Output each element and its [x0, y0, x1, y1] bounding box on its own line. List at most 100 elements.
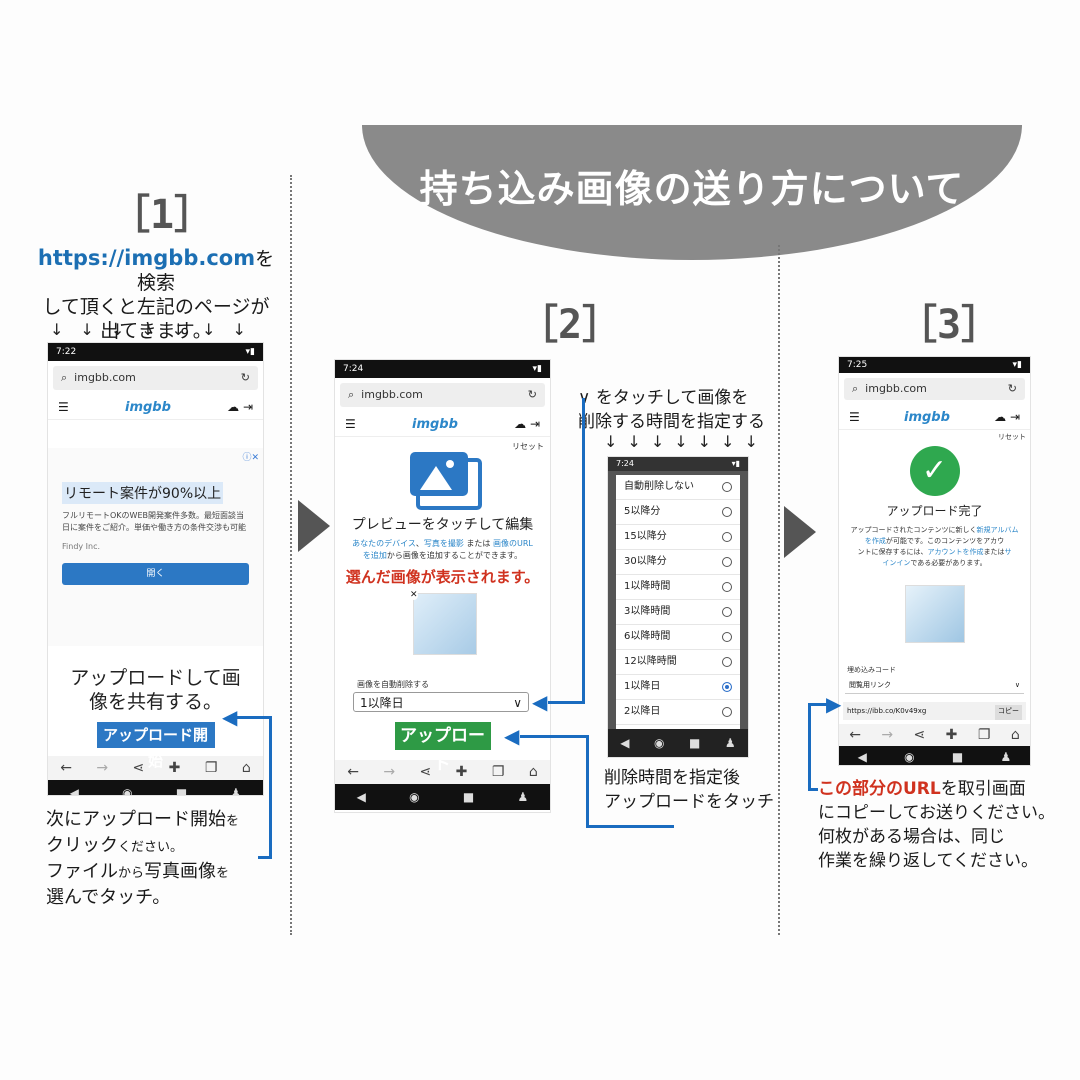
accessibility-icon[interactable]: ♟ [517, 790, 529, 804]
sys-home-icon[interactable]: ◉ [904, 750, 915, 764]
connector-line [582, 398, 585, 703]
imgbb-logo: imgbb [411, 416, 458, 432]
bookmark-icon[interactable]: ✚ [168, 760, 181, 776]
embed-type-select[interactable]: 閲覧用リンク∨ [845, 677, 1024, 694]
ad-close-icon[interactable]: ⓘ✕ [242, 453, 259, 463]
back-icon[interactable]: ← [60, 760, 72, 776]
delete-time-option[interactable]: 15以降分 [616, 525, 740, 550]
step-number-2: ［2］ [518, 302, 623, 348]
sys-back-icon[interactable]: ◀ [857, 750, 867, 764]
delete-time-option[interactable]: 1以降時間 [616, 575, 740, 600]
delete-time-option[interactable]: 12以降時間 [616, 650, 740, 675]
home-icon[interactable]: ⌂ [528, 764, 538, 780]
back-icon[interactable]: ← [347, 764, 359, 780]
connector-line [258, 856, 272, 859]
share-icon[interactable]: ⋖ [132, 760, 145, 776]
upload-complete-title: アップロード完了 [886, 504, 983, 518]
address-bar[interactable]: ⌕ imgbb.com↻ [844, 378, 1025, 400]
home-icon[interactable]: ⌂ [1010, 727, 1020, 743]
delete-time-option[interactable]: 3以降時間 [616, 600, 740, 625]
upload-cloud-icon[interactable]: ☁ ⇥ [994, 410, 1020, 424]
sys-back-icon[interactable]: ◀ [69, 786, 79, 796]
sys-home-icon[interactable]: ◉ [654, 736, 665, 750]
status-bar: 7:25▾▮ [839, 357, 1030, 373]
upload-start-button[interactable]: アップロード開始 [96, 722, 215, 770]
radio-button-icon[interactable] [722, 657, 732, 667]
upload-cloud-icon[interactable]: ☁ ⇥ [227, 400, 253, 414]
image-thumbnail[interactable]: ✕ [410, 590, 477, 655]
ad-open-button[interactable]: 開く [62, 563, 249, 585]
sys-back-icon[interactable]: ◀ [356, 790, 366, 804]
auto-delete-select[interactable]: 1以降日∨ [353, 692, 529, 712]
radio-button-icon[interactable] [722, 582, 732, 592]
share-icon[interactable]: ⋖ [419, 764, 432, 780]
address-bar[interactable]: ⌕ imgbb.com↻ [340, 383, 545, 407]
share-icon[interactable]: ⋖ [913, 727, 926, 743]
chevron-down-icon[interactable]: ∨ [513, 696, 522, 710]
delete-time-option[interactable]: 2以降日 [616, 700, 740, 725]
radio-button-icon[interactable] [722, 532, 732, 542]
uploaded-image-thumbnail[interactable] [904, 585, 965, 643]
delete-time-option[interactable]: 30以降分 [616, 550, 740, 575]
sys-recent-icon[interactable]: ■ [689, 736, 701, 750]
menu-icon[interactable]: ☰ [345, 417, 356, 431]
radio-button-icon[interactable] [722, 632, 732, 642]
menu-icon[interactable]: ☰ [849, 410, 860, 424]
copy-button[interactable]: コピー [995, 705, 1022, 720]
reload-icon[interactable]: ↻ [240, 371, 250, 384]
delete-time-option[interactable]: 6以降時間 [616, 625, 740, 650]
accessibility-icon[interactable]: ♟ [1000, 750, 1012, 764]
tabs-icon[interactable]: ❐ [977, 727, 991, 743]
reset-link[interactable]: リセット [512, 442, 544, 451]
tabs-icon[interactable]: ❐ [204, 760, 218, 776]
home-icon[interactable]: ⌂ [241, 760, 251, 776]
forward-icon[interactable]: → [881, 727, 894, 743]
radio-button-icon[interactable] [722, 482, 732, 492]
sys-recent-icon[interactable]: ■ [462, 790, 475, 804]
delete-time-option[interactable]: 自動削除しない [616, 475, 740, 500]
ad-card: ⓘ✕ リモート案件が90%以上 フルリモートOKのWEB開発案件多数。最短面談当… [48, 448, 263, 646]
radio-button-icon[interactable] [722, 707, 732, 717]
preview-title: プレビューをタッチして編集 [351, 517, 534, 533]
bookmark-icon[interactable]: ✚ [945, 727, 958, 743]
browser-nav-bar: ← → ⋖ ✚ ❐ ⌂ [839, 724, 1030, 746]
forward-icon[interactable]: → [383, 764, 396, 780]
accessibility-icon[interactable]: ♟ [230, 786, 242, 796]
reload-icon[interactable]: ↻ [1007, 382, 1017, 395]
step1-down-arrows: ↓↓↓↓↓↓↓ [50, 320, 263, 339]
sys-recent-icon[interactable]: ■ [175, 786, 188, 796]
forward-icon[interactable]: → [96, 760, 109, 776]
share-link-field[interactable]: https://ibb.co/K0v49xg コピー [843, 702, 1026, 720]
bookmark-icon[interactable]: ✚ [455, 764, 468, 780]
radio-button-icon[interactable] [722, 507, 732, 517]
embed-code-label: 埋め込みコード [847, 666, 896, 674]
remove-icon[interactable]: ✕ [410, 590, 418, 600]
upload-cloud-icon[interactable]: ☁ ⇥ [514, 417, 540, 431]
address-bar[interactable]: ⌕ imgbb.com↻ [53, 366, 258, 390]
radio-button-icon[interactable] [722, 557, 732, 567]
browser-nav-bar: ← → ⋖ ✚ ❐ ⌂ [48, 756, 263, 780]
image-upload-icon[interactable] [409, 452, 482, 510]
menu-icon[interactable]: ☰ [58, 400, 69, 414]
radio-button-icon[interactable] [722, 607, 732, 617]
reset-link[interactable]: リセット [998, 433, 1026, 441]
pointer-arrow-icon: ▶ [826, 692, 842, 716]
sys-home-icon[interactable]: ◉ [122, 786, 133, 796]
imgbb-url-text: https://imgbb.com [37, 246, 256, 270]
chevron-down-icon[interactable]: ∨ [1014, 681, 1020, 689]
accessibility-icon[interactable]: ♟ [724, 736, 736, 750]
sys-recent-icon[interactable]: ■ [951, 750, 964, 764]
tabs-icon[interactable]: ❐ [491, 764, 505, 780]
search-icon: ⌕ [61, 371, 68, 384]
sys-back-icon[interactable]: ◀ [620, 736, 630, 750]
delete-time-option[interactable]: 5以降分 [616, 500, 740, 525]
connector-line [236, 716, 272, 719]
delete-time-option[interactable]: 1以降日 [616, 675, 740, 700]
upload-button[interactable]: アップロード [394, 722, 491, 774]
radio-button-icon[interactable] [722, 682, 732, 692]
back-icon[interactable]: ← [849, 727, 861, 743]
reload-icon[interactable]: ↻ [527, 388, 537, 401]
sys-home-icon[interactable]: ◉ [409, 790, 420, 804]
step2-down-arrows: ↓↓↓↓↓↓↓ [604, 432, 768, 451]
